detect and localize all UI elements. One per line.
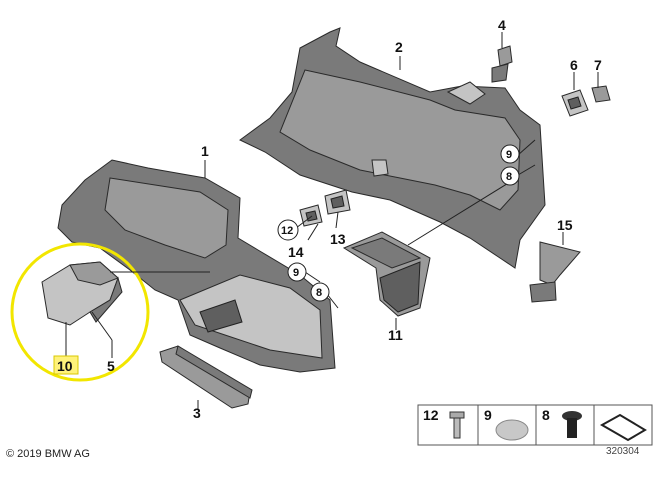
callout-9b: 9 xyxy=(293,267,299,279)
legend-label-12: 12 xyxy=(423,407,439,423)
callout-14: 14 xyxy=(288,244,304,260)
part-1-side-trim xyxy=(57,159,336,373)
callout-13: 13 xyxy=(330,231,346,247)
legend-label-9: 9 xyxy=(484,407,492,423)
callout-11: 11 xyxy=(388,327,403,343)
callout-10: 10 xyxy=(57,358,73,374)
callout-10-highlight: 10 xyxy=(53,355,79,375)
part-6-bracket xyxy=(561,89,589,117)
legend-label-8: 8 xyxy=(542,407,550,423)
callout-5: 5 xyxy=(107,358,115,374)
clip-icon xyxy=(562,411,582,438)
part-2-slot xyxy=(371,159,389,177)
callout-3: 3 xyxy=(193,405,201,421)
copyright: © 2019 BMW AG xyxy=(6,448,90,460)
part-7-bracket xyxy=(591,85,611,103)
circled-callouts: 9 8 12 9 8 xyxy=(277,144,520,302)
screw-icon xyxy=(449,411,465,439)
highlight-circle xyxy=(10,242,150,382)
callout-1: 1 xyxy=(201,143,209,159)
callout-12: 12 xyxy=(281,225,293,237)
leader-lines xyxy=(65,32,599,410)
part-3-rail xyxy=(159,345,253,409)
assembly-arrow-icon xyxy=(599,413,647,442)
part-4-clip xyxy=(491,45,513,83)
callout-15: 15 xyxy=(557,217,573,233)
part-10-cover xyxy=(41,261,123,326)
plug-icon xyxy=(495,419,529,441)
part-13-frame xyxy=(324,189,351,215)
callouts: 2 4 6 7 1 15 14 13 11 3 5 xyxy=(107,17,602,421)
part-2-vent-hole xyxy=(446,81,486,105)
part-1-mount-pocket xyxy=(199,299,243,333)
callout-6: 6 xyxy=(570,57,578,73)
callout-7: 7 xyxy=(594,57,602,73)
callout-9a: 9 xyxy=(506,149,512,161)
callout-8a: 8 xyxy=(506,171,512,183)
part-11-tray xyxy=(342,231,431,317)
legend-box: 12 9 8 xyxy=(417,404,653,446)
diagram-number: 320304 xyxy=(606,446,640,457)
callout-2: 2 xyxy=(395,39,403,55)
part-15-holder xyxy=(529,241,581,303)
callout-4: 4 xyxy=(498,17,506,33)
callout-8b: 8 xyxy=(316,287,322,299)
